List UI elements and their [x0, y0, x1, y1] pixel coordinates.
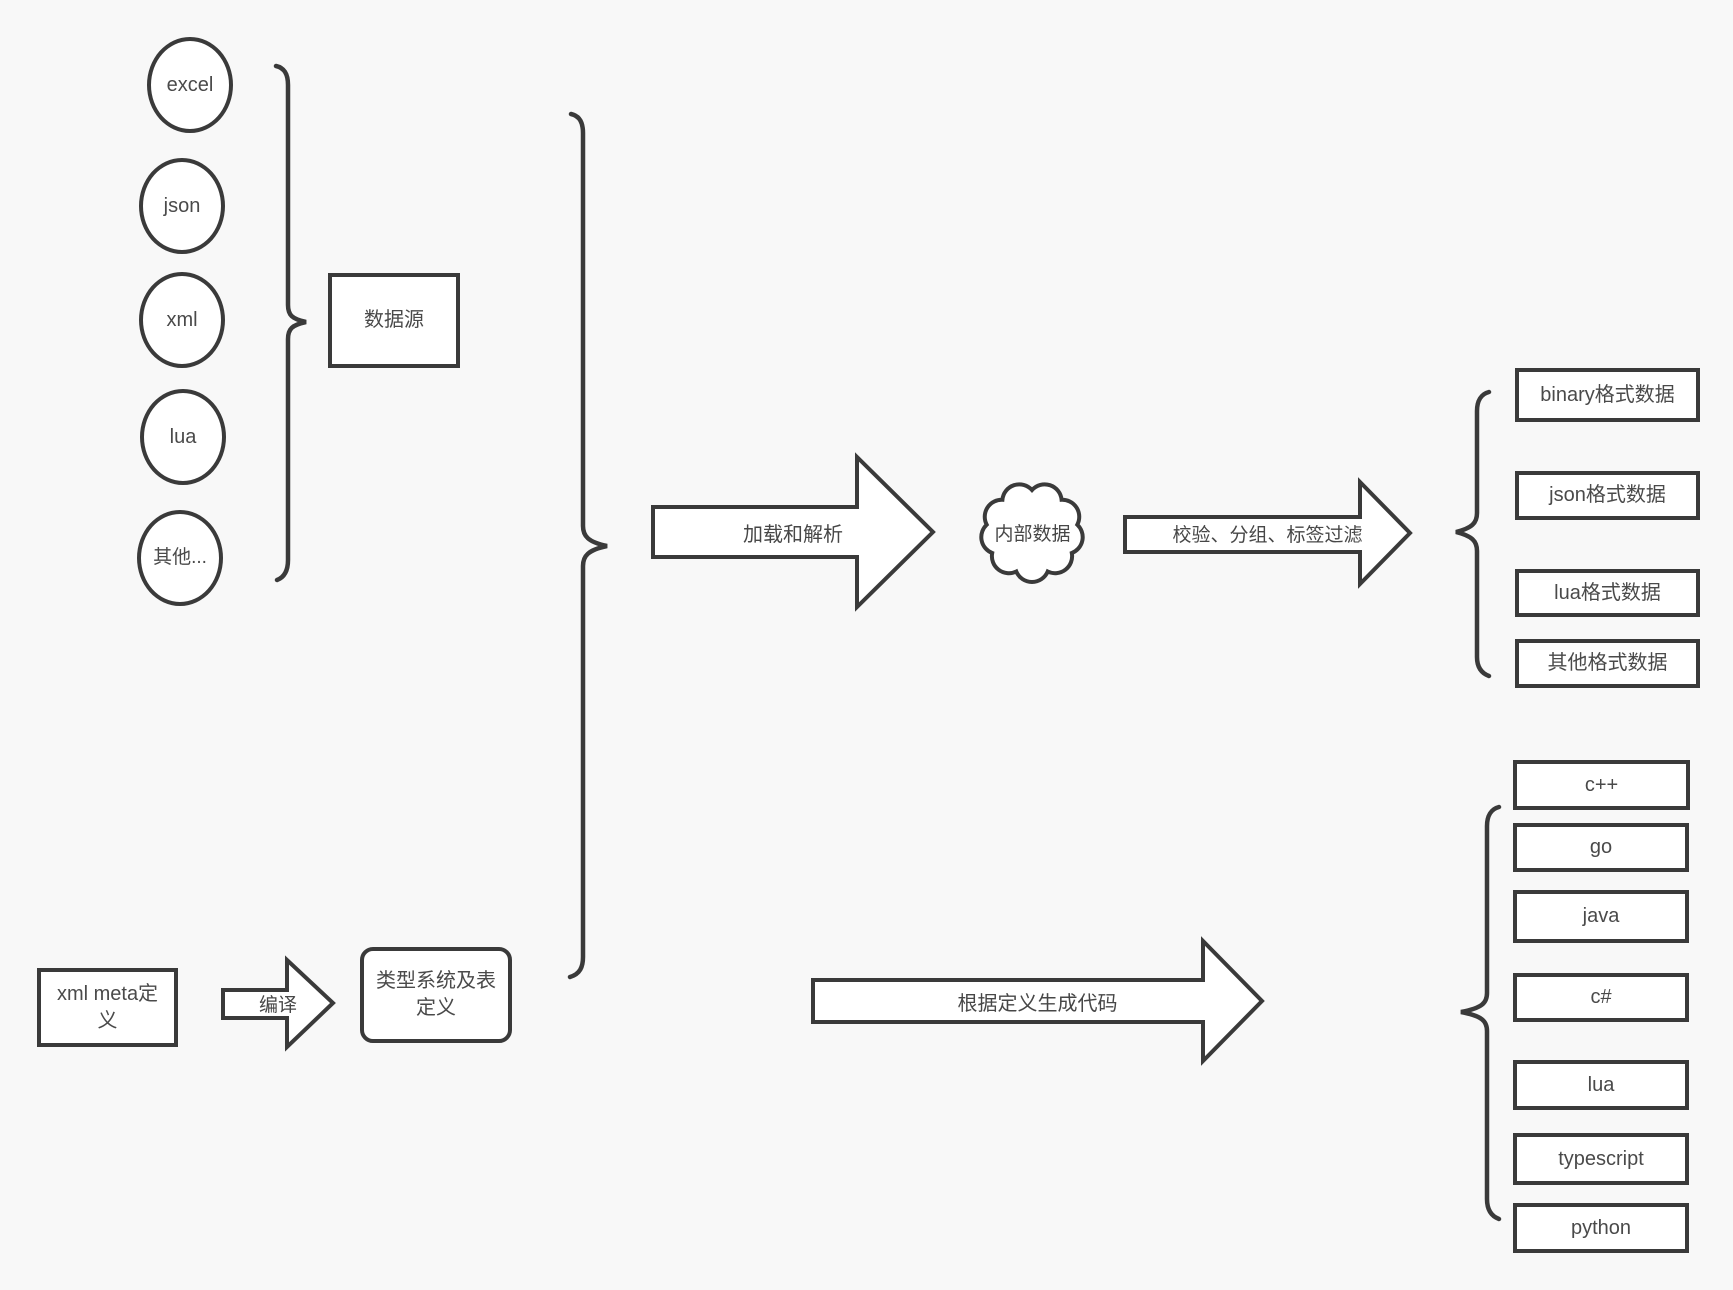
source-ellipse-json: json	[139, 158, 225, 254]
languages-brace	[1460, 804, 1502, 1222]
format-box-json: json格式数据	[1515, 471, 1700, 520]
formats-brace	[1455, 389, 1492, 679]
compile-arrow	[221, 955, 336, 1052]
data-source-box: 数据源	[328, 273, 460, 368]
filter-arrow	[1123, 477, 1413, 589]
source-ellipse-other: 其他...	[137, 510, 223, 606]
load-parse-arrow	[651, 452, 936, 612]
format-label-lua: lua格式数据	[1554, 581, 1661, 604]
format-box-binary: binary格式数据	[1515, 368, 1700, 422]
language-label-python: python	[1570, 1216, 1632, 1239]
format-label-json: json格式数据	[1549, 484, 1666, 506]
data-source-label: 数据源	[364, 309, 424, 331]
language-box-java: java	[1513, 890, 1689, 943]
main-left-brace	[567, 111, 608, 980]
language-label-go: go	[1589, 836, 1613, 858]
source-label-json: json	[163, 194, 201, 217]
language-box-typescript: typescript	[1513, 1133, 1689, 1185]
sources-brace	[273, 63, 307, 583]
language-box-cpp: c++	[1513, 760, 1690, 810]
language-box-python: python	[1513, 1203, 1689, 1253]
source-label-other: 其他...	[153, 547, 207, 569]
source-ellipse-excel: excel	[147, 37, 233, 133]
xml-meta-label: xml meta定义	[56, 982, 159, 1032]
language-label-lua: lua	[1587, 1073, 1615, 1096]
format-box-lua: lua格式数据	[1515, 569, 1700, 617]
language-label-csharp: c#	[1590, 986, 1612, 1008]
source-ellipse-lua: lua	[140, 389, 226, 485]
language-label-typescript: typescript	[1558, 1147, 1644, 1170]
source-label-excel: excel	[166, 73, 214, 96]
codegen-arrow	[811, 936, 1265, 1066]
format-box-other: 其他格式数据	[1515, 639, 1700, 688]
internal-data-cloud	[979, 482, 1085, 584]
language-box-go: go	[1513, 823, 1689, 872]
type-system-label: 类型系统及表定义	[376, 970, 496, 1019]
language-label-java: java	[1582, 905, 1620, 927]
format-label-other: 其他格式数据	[1547, 652, 1668, 674]
language-label-cpp: c++	[1584, 773, 1619, 796]
type-system-box: 类型系统及表定义	[360, 947, 512, 1043]
xml-meta-box: xml meta定义	[37, 968, 178, 1047]
language-box-lua: lua	[1513, 1060, 1689, 1110]
format-label-binary: binary格式数据	[1540, 383, 1675, 406]
source-ellipse-xml: xml	[139, 272, 225, 368]
language-box-csharp: c#	[1513, 973, 1689, 1022]
source-label-xml: xml	[166, 308, 198, 331]
source-label-lua: lua	[169, 425, 197, 448]
